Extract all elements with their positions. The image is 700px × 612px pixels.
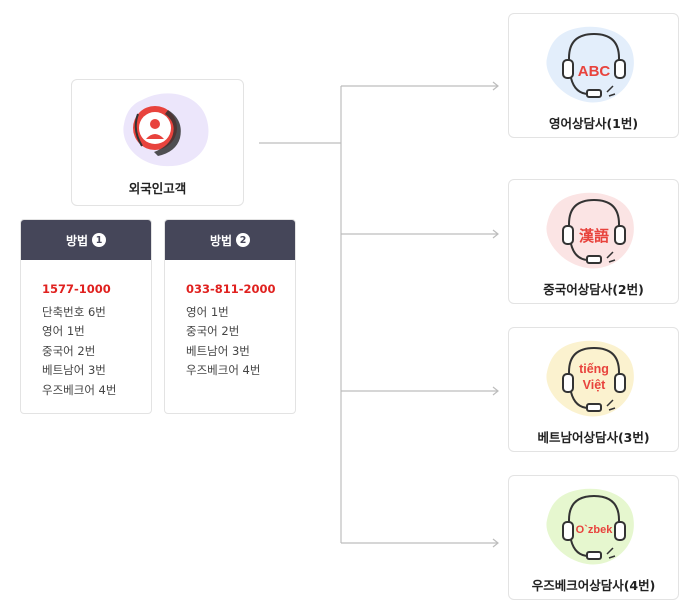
method-2-phone: 033-811-2000 — [186, 282, 276, 296]
method-2-number: 2 — [236, 233, 251, 247]
method-2-body: 033-811-2000 영어 1번 중국어 2번 베트남어 3번 우즈베크어 … — [165, 260, 295, 381]
agent-english-card: ABC 영어상담사(1번) — [508, 13, 679, 138]
method-2-header: 방법 2 — [165, 220, 295, 260]
agent-english-label: 영어상담사(1번) — [548, 116, 639, 131]
agent-uzbek-card: O`zbek 우즈베크어상담사(4번) — [508, 475, 679, 600]
method-2-line: 중국어 2번 — [186, 324, 240, 338]
method-2-card: 방법 2 033-811-2000 영어 1번 중국어 2번 베트남어 3번 우… — [164, 219, 296, 414]
method-2-line: 베트남어 3번 — [186, 343, 250, 358]
headset-icon: ABC — [546, 26, 634, 103]
method-1-line: 베트남어 3번 — [42, 363, 106, 377]
agent-vietnamese-label: 베트남어상담사(3번) — [537, 430, 650, 445]
method-2-line: 영어 1번 — [186, 304, 229, 319]
method-1-phone: 1577-1000 — [42, 282, 111, 296]
headset-icon: O`zbek — [546, 488, 634, 565]
agent-uzbek-badge: O`zbek — [576, 524, 614, 536]
agent-english-badge: ABC — [578, 63, 611, 80]
customer-label: 외국인고객 — [128, 181, 187, 196]
agent-chinese-card: 漢語 중국어상담사(2번) — [508, 179, 679, 304]
customer-card: 외국인고객 — [71, 79, 244, 206]
method-1-line: 단축번호 6번 — [42, 304, 106, 319]
agent-uzbek-label: 우즈베크어상담사(4번) — [531, 578, 656, 593]
method-1-header: 방법 1 — [21, 220, 151, 260]
method-1-number: 1 — [92, 233, 107, 247]
method-1-line: 영어 1번 — [42, 324, 85, 338]
agent-vietnamese-badge-line1: tiếng — [579, 362, 609, 376]
agent-chinese-label: 중국어상담사(2번) — [543, 282, 644, 297]
method-2-line: 우즈베크어 4번 — [186, 363, 261, 377]
agent-chinese-badge: 漢語 — [579, 227, 609, 245]
agent-vietnamese-badge-line2: Việt — [583, 378, 607, 392]
method-1-title: 방법 — [65, 233, 89, 248]
headset-icon: tiếng Việt — [546, 340, 634, 417]
method-1-line: 중국어 2번 — [42, 343, 96, 358]
agent-vietnamese-card: tiếng Việt 베트남어상담사(3번) — [508, 327, 679, 452]
method-1-body: 1577-1000 단축번호 6번 영어 1번 중국어 2번 베트남어 3번 우… — [21, 260, 151, 400]
headset-icon: 漢語 — [546, 192, 634, 269]
method-2-title: 방법 — [209, 233, 233, 248]
method-1-line: 우즈베크어 4번 — [42, 382, 117, 397]
customer-phone-icon — [123, 93, 209, 167]
method-1-card: 방법 1 1577-1000 단축번호 6번 영어 1번 중국어 2번 베트남어… — [20, 219, 152, 414]
